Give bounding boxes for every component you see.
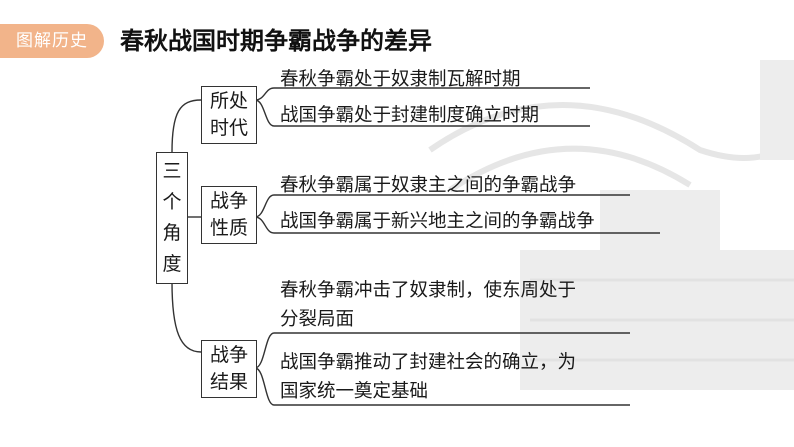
branch-nature-label: 战争性质 [209, 190, 248, 239]
root-label: 三个角度 [162, 160, 182, 275]
page-title: 春秋战国时期争霸战争的差异 [120, 27, 432, 55]
leaf-nature-spring-autumn: 春秋争霸属于奴隶主之间的争霸战争 [280, 175, 577, 196]
leaf-era-warring-states: 战国争霸处于封建制度确立时期 [280, 105, 540, 126]
leaf-result-warring-states-line2: 国家统一奠定基础 [280, 381, 429, 402]
branch-era: 所处时代 [201, 86, 257, 144]
branch-nature: 战争性质 [201, 186, 257, 244]
branch-result-label: 战争结果 [209, 344, 248, 393]
leaf-result-warring-states-line1: 战国争霸推动了封建社会的确立，为 [280, 352, 577, 373]
branch-result: 战争结果 [201, 340, 257, 398]
leaf-result-spring-autumn-line2: 分裂局面 [280, 309, 355, 330]
leaf-result-spring-autumn-line1: 春秋争霸冲击了奴隶制，使东周处于 [280, 280, 577, 301]
root-node: 三个角度 [156, 152, 188, 284]
leaf-nature-warring-states: 战国争霸属于新兴地主之间的争霸战争 [280, 211, 595, 232]
branch-era-label: 所处时代 [209, 90, 248, 139]
section-tag: 图解历史 [0, 24, 104, 58]
leaf-era-spring-autumn: 春秋争霸处于奴隶制瓦解时期 [280, 69, 521, 90]
